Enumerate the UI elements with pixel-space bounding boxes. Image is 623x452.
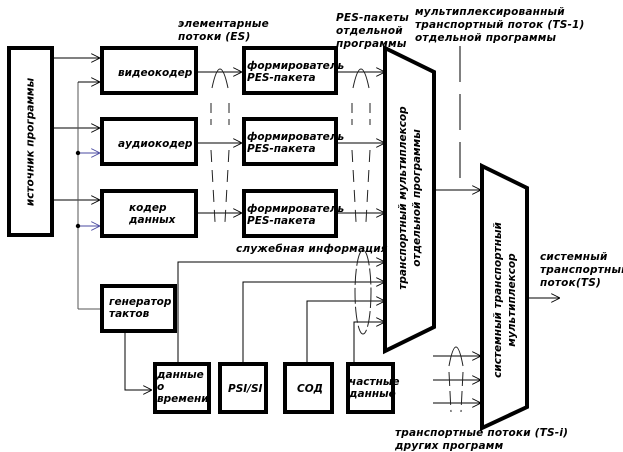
es-label-1: элементарные [178, 18, 269, 30]
source-to-coders-links [54, 58, 100, 200]
psi-si-block: PSI/SI [218, 362, 268, 414]
clock-bus [75, 82, 100, 310]
system-mux-label-2: мультиплексор [506, 253, 518, 347]
program-mux-label: транспортный мультиплексор отдельной про… [396, 98, 424, 298]
tsi-ellipse-right [460, 371, 464, 413]
ellipse-top [211, 68, 229, 89]
audio-coder-label: аудиокодер [118, 138, 193, 150]
system-mux-label: системный транспортный мультиплексор [491, 215, 519, 385]
other-ts-label-1: транспортные потоки (TS-i) [395, 427, 569, 439]
es-label-2: потоки (ES) [178, 31, 251, 43]
psi-si-label: PSI/SI [228, 383, 263, 395]
program-mux-label-2: отдельной программы [411, 129, 423, 267]
service-info-ellipse [354, 249, 372, 335]
ts1-label-3: отдельной программы [415, 32, 557, 44]
ts-output-label-2: транспортный [540, 264, 623, 276]
clock-generator-block: генератор тактов [100, 284, 177, 333]
ts1-label-2: транспортный поток (TS-1) [415, 19, 585, 31]
system-mux-shape [480, 162, 529, 432]
ts1-label: мультиплексированный транспортный поток … [415, 6, 585, 45]
data-coder-label-2: данных [129, 214, 176, 226]
es-group-ellipse [210, 68, 230, 223]
time-data-block: данные о времени [153, 362, 211, 414]
junction-dot [75, 223, 81, 229]
pes-group-ellipse [351, 68, 371, 223]
tsi-ellipse-left [448, 371, 452, 413]
video-coder-block: видеокодер [100, 46, 198, 95]
pes-former-label-2: PES-пакета [247, 215, 316, 227]
time-data-label-1: данные [157, 369, 204, 381]
pes-packets-label-3: программы [336, 38, 407, 50]
es-label: элементарные потоки (ES) [178, 18, 269, 44]
pes-packets-label-1: PES-пакеты [336, 12, 409, 24]
ts-output-label: системный транспортный поток(TS) [540, 251, 623, 290]
link-time-data-mux [177, 262, 385, 362]
pes-former-block-2: формирователь PES-пакета [242, 117, 344, 166]
clock-generator-label-2: тактов [109, 308, 150, 320]
link-clock-time-data [124, 331, 152, 390]
service-info-label: служебная информация [236, 243, 388, 255]
pes-former-label-1: формирователь [247, 60, 345, 72]
tsi-ellipse-top [448, 346, 464, 367]
source-block: источник программы [7, 46, 54, 237]
junction-dot [75, 150, 81, 156]
service-info-links [177, 249, 385, 362]
data-coder-block: кодер данных [100, 189, 198, 238]
other-ts-label: транспортные потоки (TS-i) других програ… [395, 427, 568, 452]
ellipse-left-dash [210, 149, 216, 223]
pes-former-label-2: PES-пакета [247, 143, 316, 155]
ellipse-top [352, 68, 370, 89]
data-coder-label-1: кодер [129, 202, 167, 214]
ts-output-label-1: системный [540, 251, 608, 263]
sod-block: СОД [283, 362, 334, 414]
es-links [198, 72, 242, 213]
ellipse-right-dash [224, 149, 230, 223]
program-mux-label-1: транспортный мультиплексор [397, 106, 409, 290]
link-psi-mux [242, 282, 385, 362]
pes-packets-label: PES-пакеты отдельной программы [336, 12, 409, 51]
ellipse-left-dash [351, 149, 357, 223]
other-ts-links [433, 346, 481, 413]
pes-former-label-1: формирователь [247, 131, 345, 143]
source-label: источник программы [24, 77, 37, 207]
pes-former-label-1: формирователь [247, 203, 345, 215]
link-private-mux [353, 322, 385, 362]
ellipse-right-dash [365, 149, 371, 223]
pes-former-block-1: формирователь PES-пакета [242, 46, 344, 95]
private-data-block: частные данные [346, 362, 399, 414]
program-mux-shape [383, 44, 436, 355]
link-sod-mux [306, 301, 385, 362]
pes-links [338, 72, 385, 213]
ts-output-label-3: поток(TS) [540, 277, 602, 289]
pes-former-block-3: формирователь PES-пакета [242, 189, 344, 238]
video-coder-label: видеокодер [118, 67, 193, 79]
time-data-label-3: времени [157, 393, 209, 405]
sod-label: СОД [297, 383, 323, 395]
other-ts-label-2: других программ [395, 440, 504, 452]
time-data-label-2: о [157, 381, 165, 393]
audio-coder-block: аудиокодер [100, 117, 198, 166]
private-data-label-1: частные [349, 376, 400, 388]
ts1-label-1: мультиплексированный [415, 6, 565, 18]
pes-former-label-2: PES-пакета [247, 72, 316, 84]
private-data-label-2: данные [349, 388, 396, 400]
system-mux-label-1: системный транспортный [492, 222, 504, 378]
pes-packets-label-2: отдельной [336, 25, 403, 37]
clock-generator-label-1: генератор [109, 296, 172, 308]
